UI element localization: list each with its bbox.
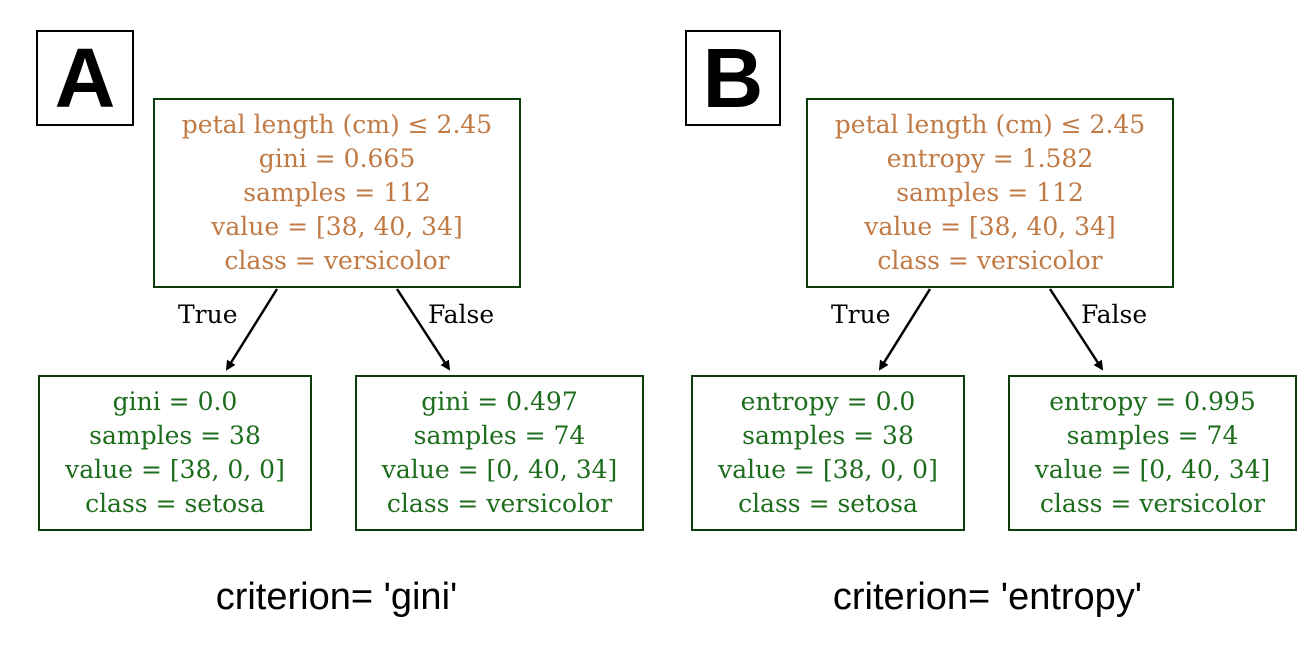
value: value = [0, 40, 34] (1034, 455, 1271, 484)
value: value = [38, 40, 34] (864, 212, 1116, 241)
split-condition: petal length (cm) ≤ 2.45 (834, 110, 1146, 139)
false-edge (395, 288, 451, 371)
impurity: gini = 0.0 (112, 387, 238, 416)
true-edge (225, 288, 279, 371)
impurity: gini = 0.497 (421, 387, 578, 416)
impurity: entropy = 0.0 (740, 387, 916, 416)
class: class = versicolor (1039, 489, 1266, 518)
split-condition: petal length (cm) ≤ 2.45 (181, 110, 493, 139)
tree-panel-a: A petal length (cm) ≤ 2.45 gini = 0.665 … (36, 30, 644, 616)
panel-letter-a: A (36, 30, 134, 126)
false-edge (1048, 288, 1104, 371)
tree-edges-b (878, 288, 1104, 371)
samples: samples = 112 (896, 178, 1084, 207)
criterion-caption: criterion= 'gini' (215, 576, 458, 618)
right-leaf-node: gini = 0.497 samples = 74 value = [0, 40… (355, 375, 644, 531)
samples: samples = 74 (413, 421, 586, 450)
class: class = versicolor (386, 489, 613, 518)
panel-letter-b: B (685, 30, 781, 126)
tree-panel-b: B petal length (cm) ≤ 2.45 entropy = 1.5… (653, 0, 1306, 648)
value: value = [38, 40, 34] (211, 212, 463, 241)
samples: samples = 38 (742, 421, 914, 450)
value: value = [38, 0, 0] (65, 455, 285, 484)
left-leaf-node: gini = 0.0 samples = 38 value = [38, 0, … (38, 375, 312, 531)
true-label: True (831, 300, 891, 329)
samples: samples = 112 (243, 178, 431, 207)
value: value = [0, 40, 34] (381, 455, 618, 484)
class: class = versicolor (224, 246, 450, 275)
false-label: False (1081, 300, 1148, 329)
true-edge (878, 288, 932, 371)
false-label: False (428, 300, 495, 329)
class: class = setosa (738, 489, 918, 518)
value: value = [38, 0, 0] (718, 455, 938, 484)
samples: samples = 38 (89, 421, 261, 450)
samples: samples = 74 (1066, 421, 1239, 450)
class: class = versicolor (877, 246, 1103, 275)
impurity: entropy = 0.995 (1049, 387, 1256, 416)
right-leaf-node: entropy = 0.995 samples = 74 value = [0,… (1008, 375, 1297, 531)
impurity: entropy = 1.582 (886, 144, 1094, 173)
impurity: gini = 0.665 (258, 144, 416, 173)
class: class = setosa (85, 489, 265, 518)
criterion-caption: criterion= 'entropy' (832, 576, 1143, 618)
root-node: petal length (cm) ≤ 2.45 entropy = 1.582… (806, 98, 1174, 288)
root-node: petal length (cm) ≤ 2.45 gini = 0.665 sa… (153, 98, 521, 288)
left-leaf-node: entropy = 0.0 samples = 38 value = [38, … (691, 375, 965, 531)
true-label: True (178, 300, 238, 329)
tree-edges-a (225, 288, 451, 371)
